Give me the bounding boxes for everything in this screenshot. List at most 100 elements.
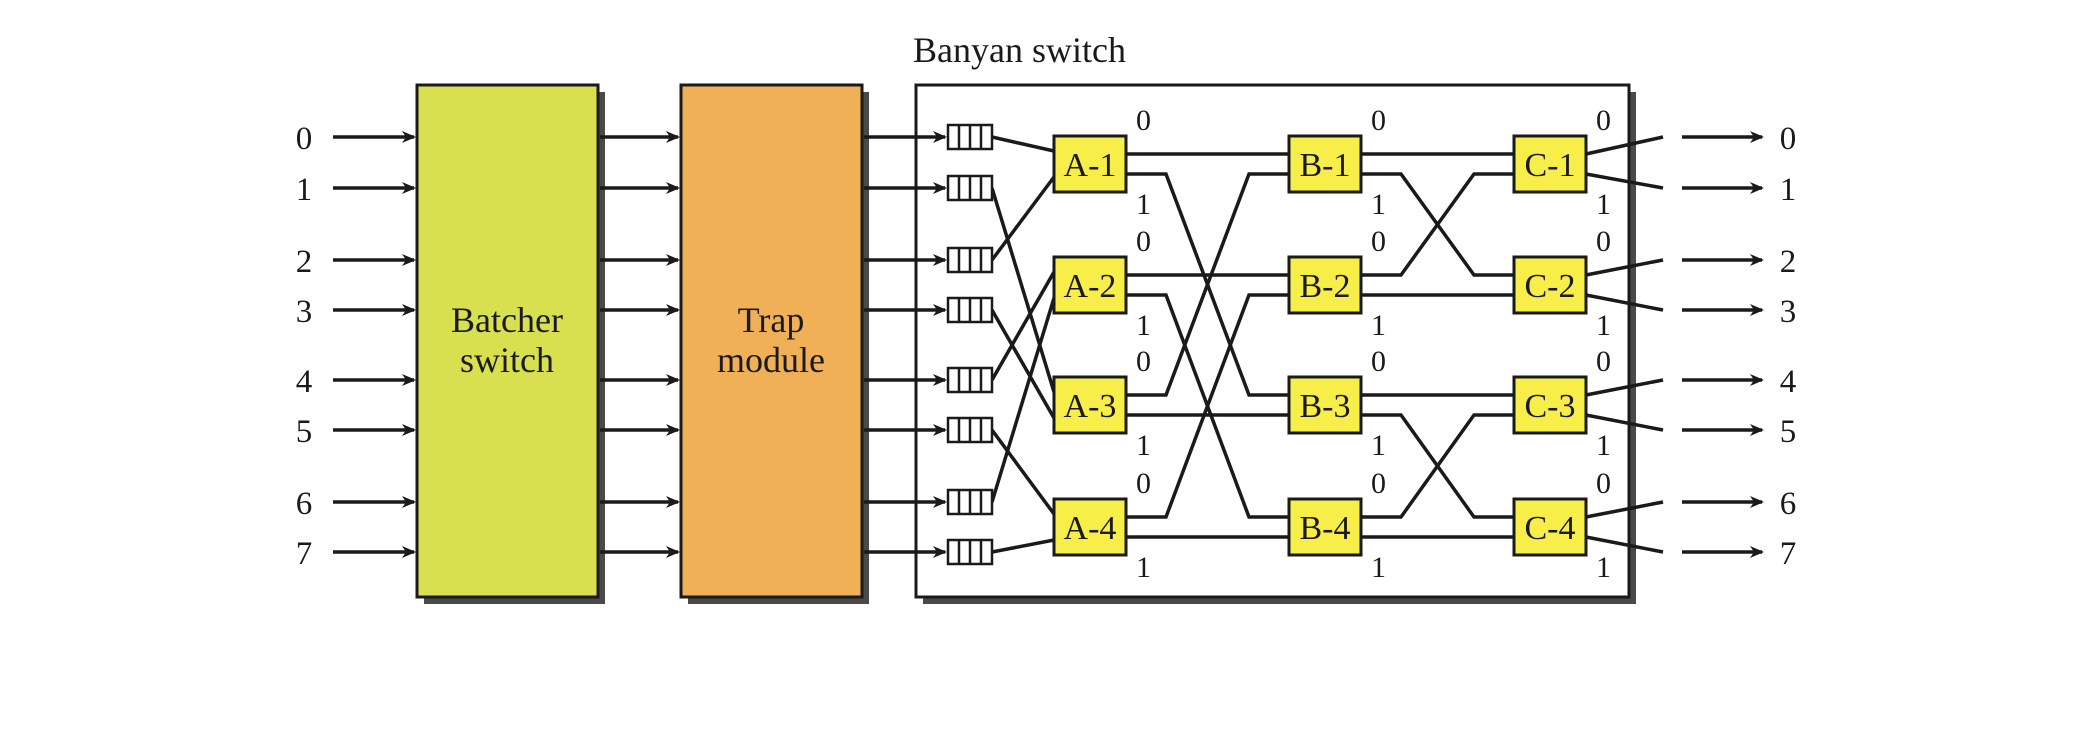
input-port-label: 3 <box>296 294 313 330</box>
output-port-label: 1 <box>1780 172 1797 208</box>
trap-module-label-line1: Trap <box>738 300 805 340</box>
bit-label-0: 0 <box>1596 467 1611 500</box>
output-wire <box>1585 535 1664 554</box>
output-wire <box>1585 135 1664 156</box>
trap-module-box <box>679 83 864 599</box>
bit-label-0: 0 <box>1596 104 1611 137</box>
switch-b-4: B-4 <box>1287 497 1363 557</box>
output-port-label: 5 <box>1780 414 1797 450</box>
input-wire <box>990 187 1056 393</box>
input-port-label: 7 <box>296 536 313 572</box>
b-to-c-wire <box>1361 413 1514 519</box>
input-port-label: 2 <box>296 244 313 280</box>
output-port-label: 6 <box>1780 486 1797 522</box>
bit-label-1: 1 <box>1596 429 1611 462</box>
output-port-label: 0 <box>1780 121 1797 157</box>
bit-label-1: 1 <box>1596 551 1611 584</box>
input-wire <box>991 135 1055 153</box>
bit-label-1: 1 <box>1371 188 1386 221</box>
input-buffer-icon <box>946 296 994 324</box>
switch-label: C-1 <box>1525 147 1576 184</box>
switch-c-2: C-2 <box>1512 255 1588 315</box>
input-buffer-icon <box>946 246 994 274</box>
banyan-switch-box <box>914 83 1631 599</box>
buffer-layer <box>946 123 994 566</box>
bit-label-1: 1 <box>1136 188 1151 221</box>
b-to-c-wire <box>1361 172 1514 277</box>
output-port-label: 4 <box>1780 364 1797 400</box>
bit-label-0: 0 <box>1136 104 1151 137</box>
bit-label-1: 1 <box>1371 309 1386 342</box>
bit-label-1: 1 <box>1136 309 1151 342</box>
bit-label-1: 1 <box>1136 429 1151 462</box>
bit-label-0: 0 <box>1136 225 1151 258</box>
input-wire <box>990 428 1056 516</box>
trap-module-label-line2: module <box>717 340 825 380</box>
input-wire <box>990 309 1056 419</box>
bit-label-0: 0 <box>1596 225 1611 258</box>
switch-b-2: B-2 <box>1287 255 1363 315</box>
bit-label-1: 1 <box>1596 309 1611 342</box>
banyan-switch-title: Banyan switch <box>913 30 1126 70</box>
input-buffer-icon <box>946 416 994 444</box>
switch-label: B-2 <box>1300 268 1351 305</box>
input-port-label: 0 <box>296 121 313 157</box>
bit-label-0: 0 <box>1371 104 1386 137</box>
batcher-switch-label-line1: Batcher <box>451 300 563 340</box>
bit-label-1: 1 <box>1371 429 1386 462</box>
bit-label-0: 0 <box>1371 225 1386 258</box>
input-port-label: 5 <box>296 414 313 450</box>
input-buffer-icon <box>946 174 994 202</box>
output-wire <box>1585 413 1664 432</box>
switch-label: A-3 <box>1064 388 1117 425</box>
switch-c-3: C-3 <box>1512 375 1588 435</box>
a-to-b-wire <box>1126 172 1289 397</box>
switch-label: C-3 <box>1525 388 1576 425</box>
input-wire <box>990 175 1056 262</box>
switch-c-1: C-1 <box>1512 134 1588 194</box>
output-wire <box>1585 258 1664 277</box>
input-buffer-icon <box>946 366 994 394</box>
switch-label: C-4 <box>1525 510 1576 547</box>
output-wire <box>1585 500 1664 519</box>
bit-label-1: 1 <box>1136 551 1151 584</box>
switch-c-4: C-4 <box>1512 497 1588 557</box>
input-wire <box>990 271 1056 381</box>
input-wire <box>991 538 1055 554</box>
switch-label: B-4 <box>1300 510 1351 547</box>
switch-label: B-3 <box>1300 388 1351 425</box>
input-port-label: 6 <box>296 486 313 522</box>
switch-b-1: B-1 <box>1287 134 1363 194</box>
bit-label-0: 0 <box>1371 345 1386 378</box>
switch-label: A-4 <box>1064 510 1117 547</box>
bit-label-0: 0 <box>1371 467 1386 500</box>
bit-label-1: 1 <box>1371 551 1386 584</box>
switch-label: B-1 <box>1300 147 1351 184</box>
bit-label-0: 0 <box>1596 345 1611 378</box>
switch-a-1: A-1 <box>1052 134 1128 194</box>
batcher-switch-box <box>415 83 600 599</box>
switch-label: C-2 <box>1525 268 1576 305</box>
switch-a-3: A-3 <box>1052 375 1128 435</box>
bit-label-0: 0 <box>1136 467 1151 500</box>
batcher-switch-label-line2: switch <box>460 340 554 380</box>
switch-b-3: B-3 <box>1287 375 1363 435</box>
input-buffer-icon <box>946 123 994 151</box>
switch-label: A-2 <box>1064 268 1117 305</box>
switch-label: A-1 <box>1064 147 1117 184</box>
output-port-label: 3 <box>1780 294 1797 330</box>
input-port-label: 1 <box>296 172 313 208</box>
switch-a-4: A-4 <box>1052 497 1128 557</box>
bit-label-1: 1 <box>1596 188 1611 221</box>
switch-a-2: A-2 <box>1052 255 1128 315</box>
input-buffer-icon <box>946 488 994 516</box>
a-to-b-wire <box>1126 293 1289 519</box>
arrow-layer <box>333 131 1764 558</box>
bit-label-0: 0 <box>1136 345 1151 378</box>
output-wire <box>1585 293 1664 312</box>
output-wire <box>1585 172 1664 190</box>
input-port-label: 4 <box>296 364 313 400</box>
wire-layer <box>990 135 1664 554</box>
